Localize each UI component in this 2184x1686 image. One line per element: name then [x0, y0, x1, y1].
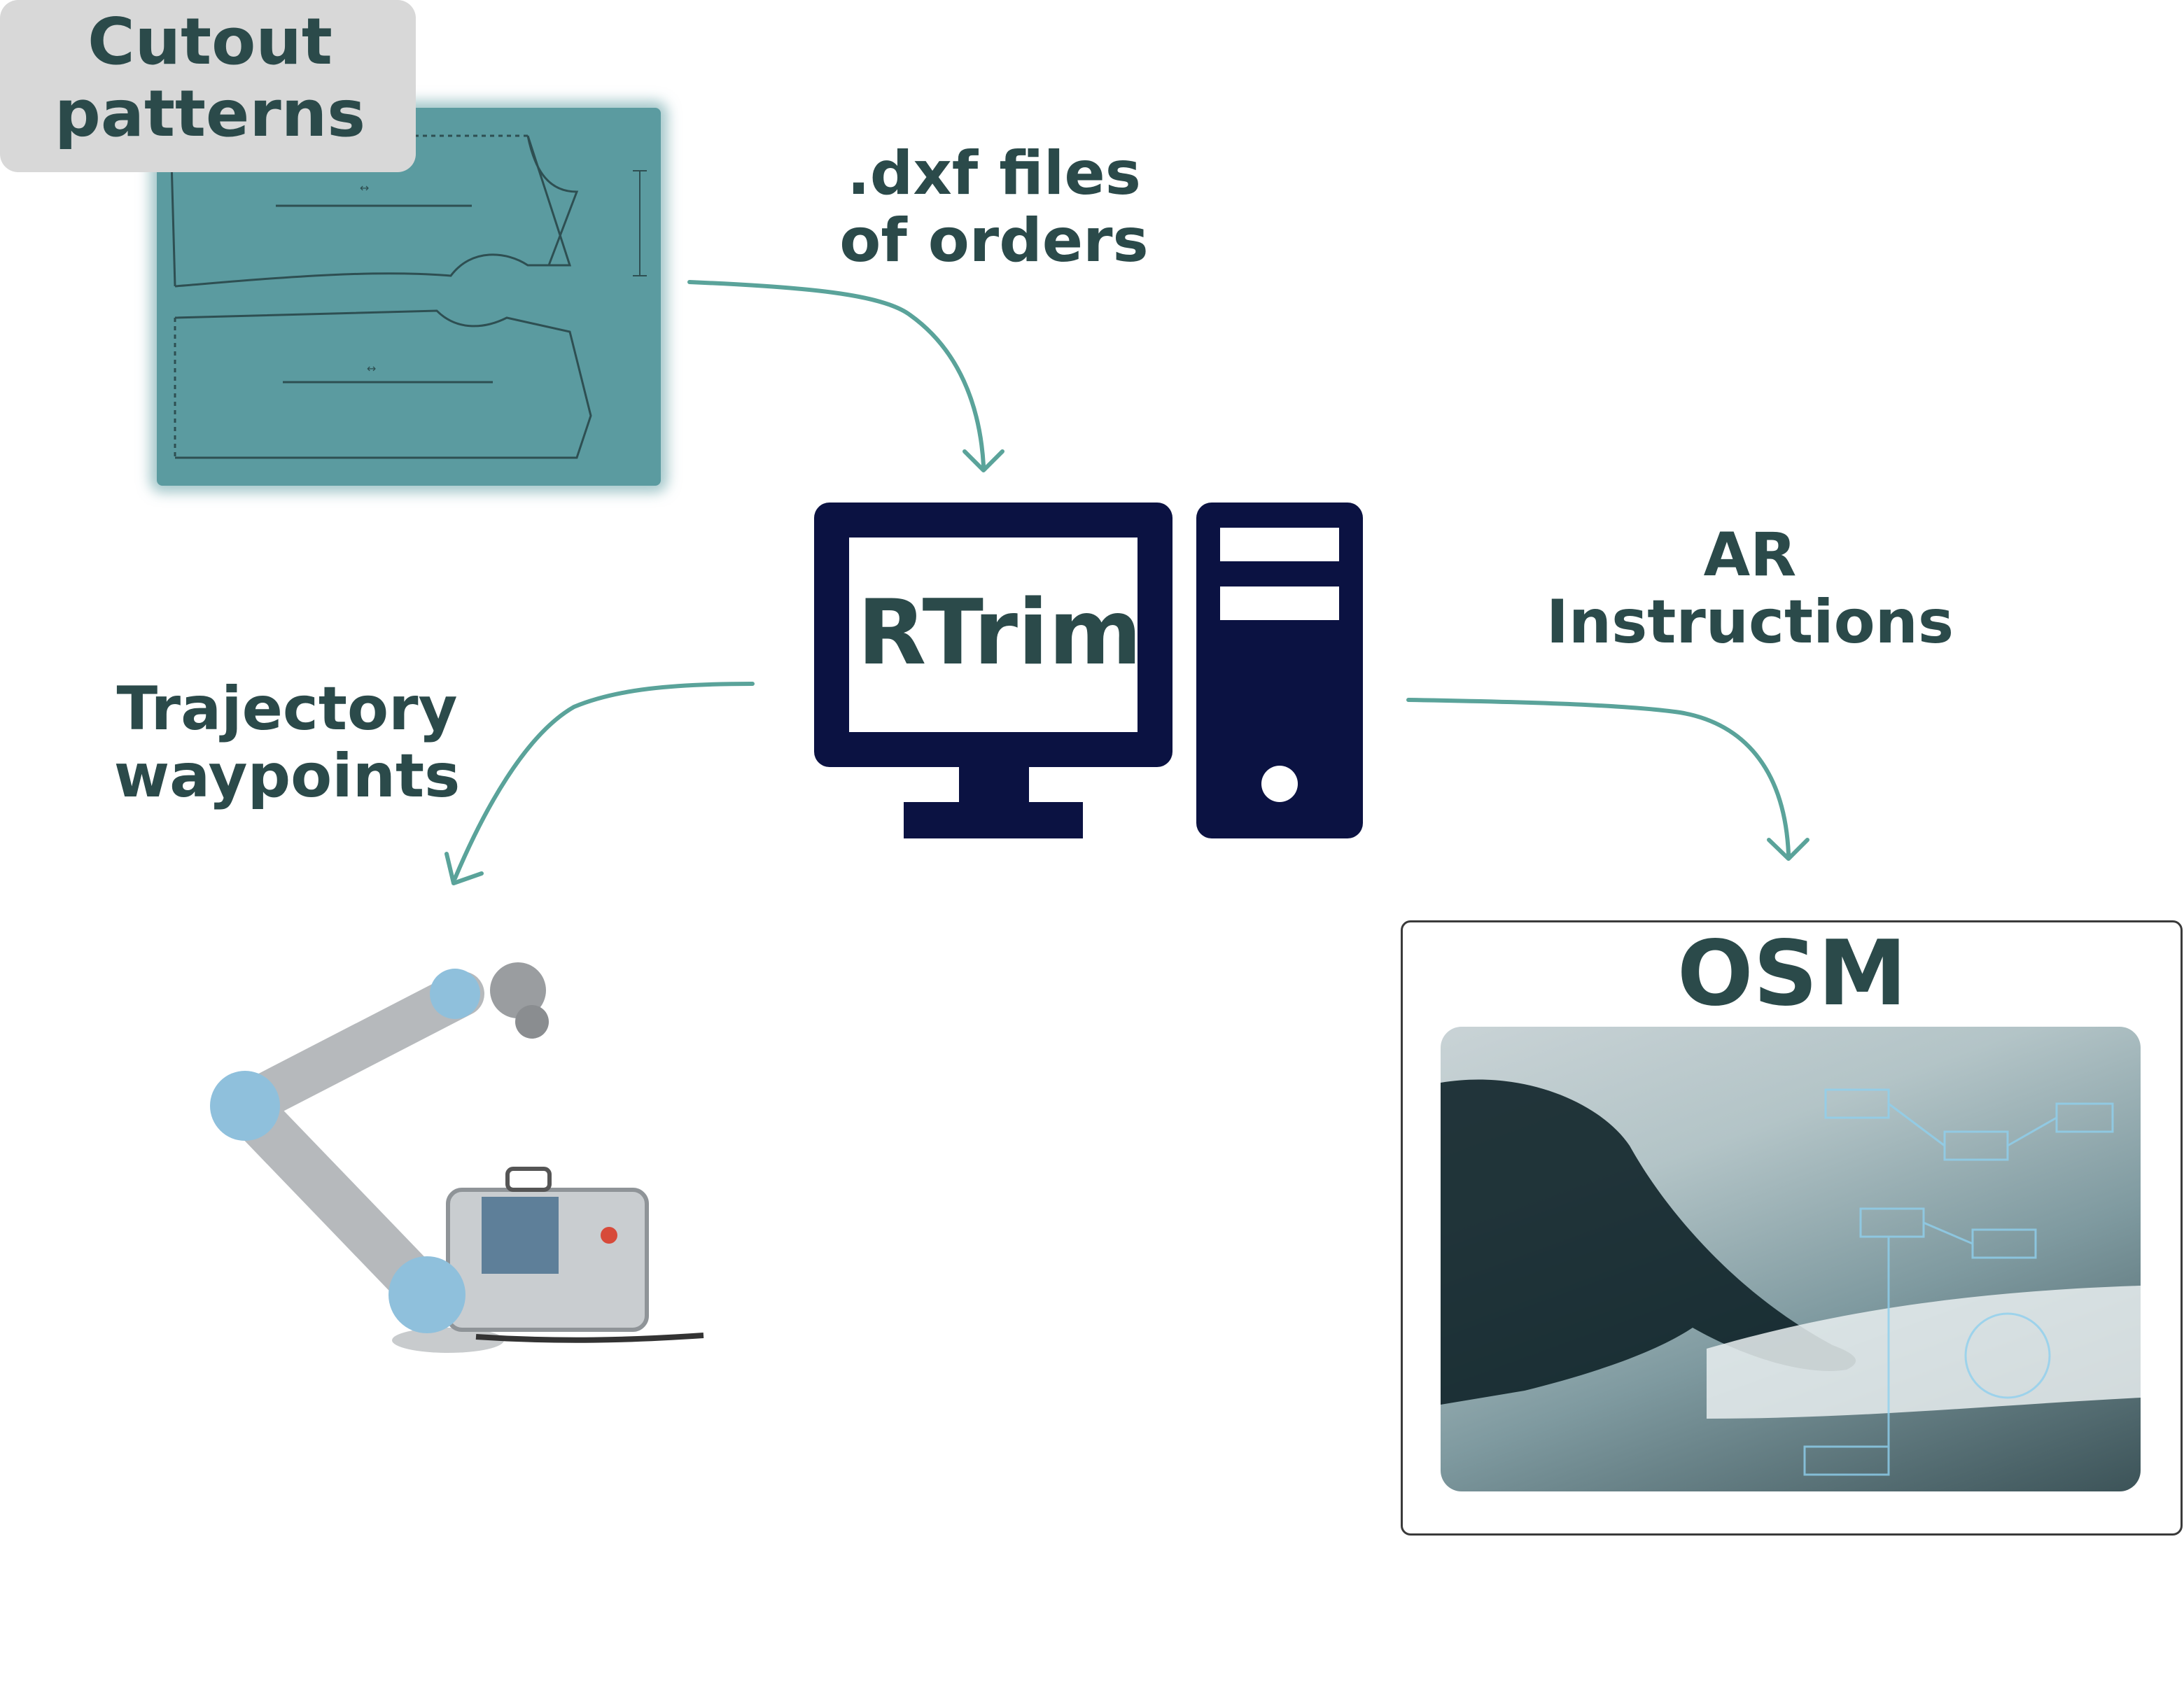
arrow-pattern-to-computer: [687, 280, 986, 468]
hand-touch-icon: [1441, 1079, 2141, 1476]
svg-text:↔: ↔: [360, 181, 369, 195]
cutout-patterns-tag: [0, 0, 416, 172]
dxf-files-label: .dxf files of orders: [805, 140, 1183, 275]
arrow-computer-to-robot: [453, 682, 755, 880]
trajectory-line-2: waypoints: [113, 741, 461, 812]
sewing-pattern-icon: ↔ ↔: [169, 134, 647, 459]
ar-line-2: Instructions: [1546, 587, 1954, 658]
ar-line-1: AR: [1703, 520, 1797, 590]
robot-arm-icon: [210, 962, 704, 1353]
arrow-computer-to-osm: [1406, 698, 1791, 856]
cutout-line-1: Cutout: [88, 4, 332, 79]
arrow-computer-to-robot-head: [444, 852, 484, 885]
desktop-computer-icon: [814, 503, 1363, 838]
osm-photo: [1441, 1027, 2141, 1491]
osm-title: OSM: [1676, 922, 1907, 1026]
arrow-computer-to-osm-head: [1767, 838, 1809, 861]
cutout-patterns-label: Cutout patterns: [28, 6, 392, 150]
svg-text:↔: ↔: [367, 362, 376, 375]
trajectory-waypoints-label: Trajectory waypoints: [98, 675, 476, 810]
arrow-pattern-to-computer-head: [962, 449, 1004, 472]
dxf-line-1: .dxf files: [847, 139, 1141, 209]
rtrim-label: RTrim: [858, 581, 1142, 685]
trajectory-line-1: Trajectory: [116, 674, 458, 744]
dxf-line-2: of orders: [839, 206, 1149, 276]
cutout-line-2: patterns: [55, 76, 365, 152]
ar-instructions-label: AR Instructions: [1526, 521, 1974, 656]
